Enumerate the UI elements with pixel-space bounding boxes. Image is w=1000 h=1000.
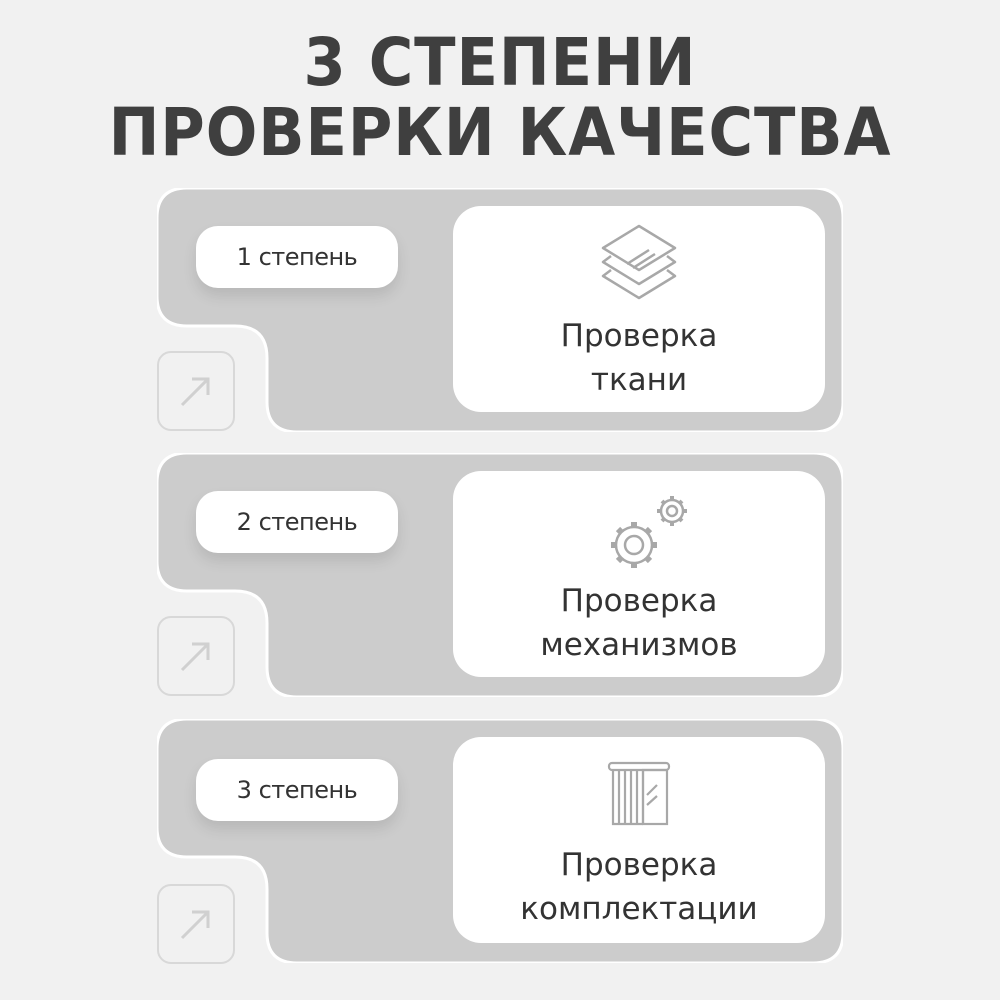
arrow-up-right-icon — [180, 642, 210, 672]
step-label: Проверка ткани — [560, 318, 718, 398]
step-content: Проверка комплектации — [453, 737, 825, 943]
arrow-button[interactable] — [157, 884, 235, 964]
page-title-line-2: ПРОВЕРКИ КАЧЕСТВА — [108, 94, 892, 171]
step-content: Проверка ткани — [453, 206, 825, 412]
layers-icon — [453, 220, 825, 300]
step-card-2: 2 степень — [0, 453, 1000, 697]
page-title-line-1: 3 СТЕПЕНИ — [303, 24, 697, 101]
arrow-button[interactable] — [157, 351, 235, 431]
step-badge: 2 степень — [196, 491, 398, 553]
step-label: Проверка механизмов — [540, 583, 738, 663]
curtain-icon — [453, 761, 825, 827]
step-card-3: 3 степень Проверка — [0, 719, 1000, 964]
step-label: Проверка комплектации — [520, 847, 758, 927]
arrow-button[interactable] — [157, 616, 235, 696]
arrow-up-right-icon — [180, 910, 210, 940]
step-badge: 3 степень — [196, 759, 398, 821]
step-content: Проверка механизмов — [453, 471, 825, 677]
step-card-1: 1 степень Проверка ткани — [0, 188, 1000, 432]
gears-icon — [453, 489, 825, 573]
step-badge: 1 степень — [196, 226, 398, 288]
arrow-up-right-icon — [180, 377, 210, 407]
